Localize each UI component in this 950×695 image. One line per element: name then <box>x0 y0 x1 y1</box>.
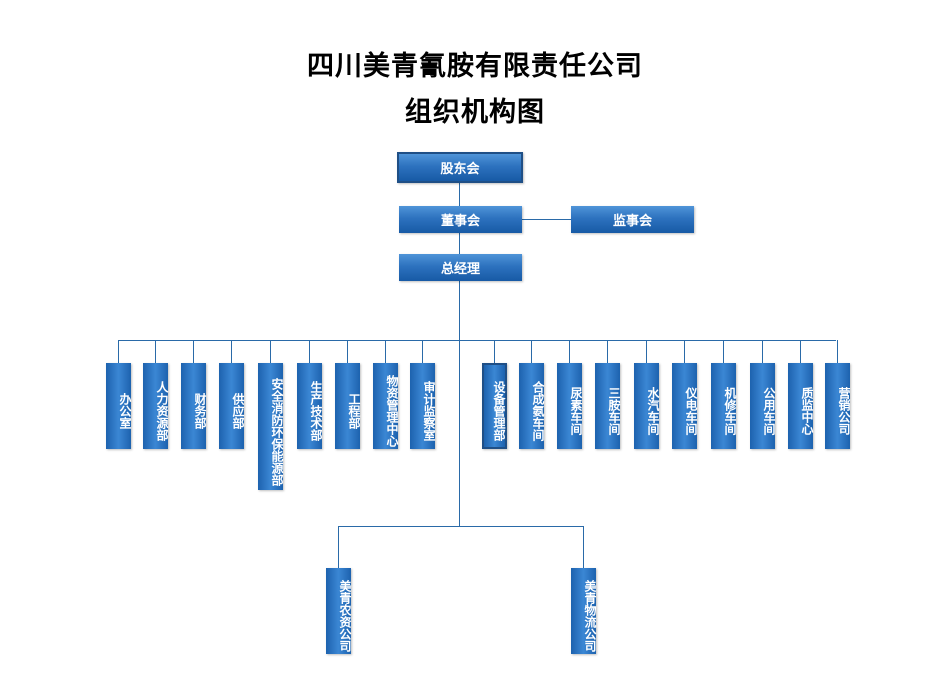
subsidiary-connector <box>338 526 339 568</box>
department-connector <box>118 340 119 363</box>
department-box: 生产技术部 <box>297 363 323 449</box>
subsidiary-label: 美青物流公司 <box>583 580 597 652</box>
department-box: 公用车间 <box>750 363 776 449</box>
department-box: 营销公司 <box>825 363 851 449</box>
shareholders-box: 股东会 <box>397 152 523 183</box>
connector-gm-trunk <box>459 280 460 527</box>
department-label: 供应部 <box>231 393 245 429</box>
department-box: 工程部 <box>335 363 361 449</box>
department-connector <box>347 340 348 363</box>
board-box: 董事会 <box>399 206 522 233</box>
department-connector <box>762 340 763 363</box>
chart-subtitle: 组织机构图 <box>405 97 545 128</box>
connector-shareholders-board <box>459 182 460 206</box>
department-box: 物资管理中心 <box>373 363 399 449</box>
department-connector <box>569 340 570 363</box>
department-label: 机修车间 <box>723 387 737 435</box>
department-label: 水汽车间 <box>646 387 660 435</box>
chart-title: 四川美青氰胺有限责任公司 <box>307 51 643 82</box>
department-label: 财务部 <box>193 393 207 429</box>
department-label: 设备管理部 <box>492 381 506 441</box>
department-label: 人力资源部 <box>155 381 169 441</box>
department-box: 财务部 <box>181 363 207 449</box>
department-box: 人力资源部 <box>143 363 169 449</box>
department-label: 工程部 <box>347 393 361 429</box>
department-box: 水汽车间 <box>634 363 660 449</box>
department-label: 质监中心 <box>800 387 814 435</box>
department-box: 机修车间 <box>711 363 737 449</box>
subsidiary-bus <box>338 526 584 527</box>
department-label: 生产技术部 <box>309 381 323 441</box>
department-box: 审计监察室 <box>410 363 436 449</box>
department-connector <box>646 340 647 363</box>
department-connector <box>385 340 386 363</box>
department-box: 仪电车间 <box>672 363 698 449</box>
department-connector <box>494 340 495 363</box>
department-label: 营销公司 <box>837 387 851 435</box>
gm-box: 总经理 <box>399 254 522 281</box>
department-label: 三胺车间 <box>607 387 621 435</box>
department-box: 设备管理部 <box>482 363 507 449</box>
department-label: 审计监察室 <box>422 381 436 441</box>
department-box: 质监中心 <box>788 363 814 449</box>
subsidiary-connector <box>583 526 584 568</box>
department-box: 安全消防环保能源部 <box>258 363 284 490</box>
department-box: 尿素车间 <box>557 363 583 449</box>
department-label: 尿素车间 <box>569 387 583 435</box>
department-connector <box>531 340 532 363</box>
department-label: 仪电车间 <box>684 387 698 435</box>
department-connector <box>309 340 310 363</box>
department-connector <box>193 340 194 363</box>
department-label: 安全消防环保能源部 <box>270 377 284 486</box>
department-connector <box>270 340 271 363</box>
department-connector <box>607 340 608 363</box>
department-connector <box>723 340 724 363</box>
department-connector <box>837 340 838 363</box>
department-connector <box>231 340 232 363</box>
department-connector <box>422 340 423 363</box>
department-bus <box>118 340 836 341</box>
department-label: 物资管理中心 <box>385 375 399 447</box>
department-label: 公用车间 <box>762 387 776 435</box>
subsidiary-box: 美青农资公司 <box>326 568 352 654</box>
subsidiary-box: 美青物流公司 <box>571 568 597 654</box>
connector-board-supervisors <box>522 219 571 220</box>
subsidiary-label: 美青农资公司 <box>338 580 352 652</box>
department-label: 合成氨车间 <box>531 381 545 441</box>
department-connector <box>155 340 156 363</box>
department-box: 供应部 <box>219 363 245 449</box>
department-connector <box>684 340 685 363</box>
department-box: 办公室 <box>106 363 132 449</box>
department-connector <box>800 340 801 363</box>
department-box: 合成氨车间 <box>519 363 545 449</box>
department-label: 办公室 <box>118 393 132 429</box>
department-box: 三胺车间 <box>595 363 621 449</box>
supervisors-box: 监事会 <box>571 206 694 233</box>
connector-board-gm <box>459 233 460 254</box>
